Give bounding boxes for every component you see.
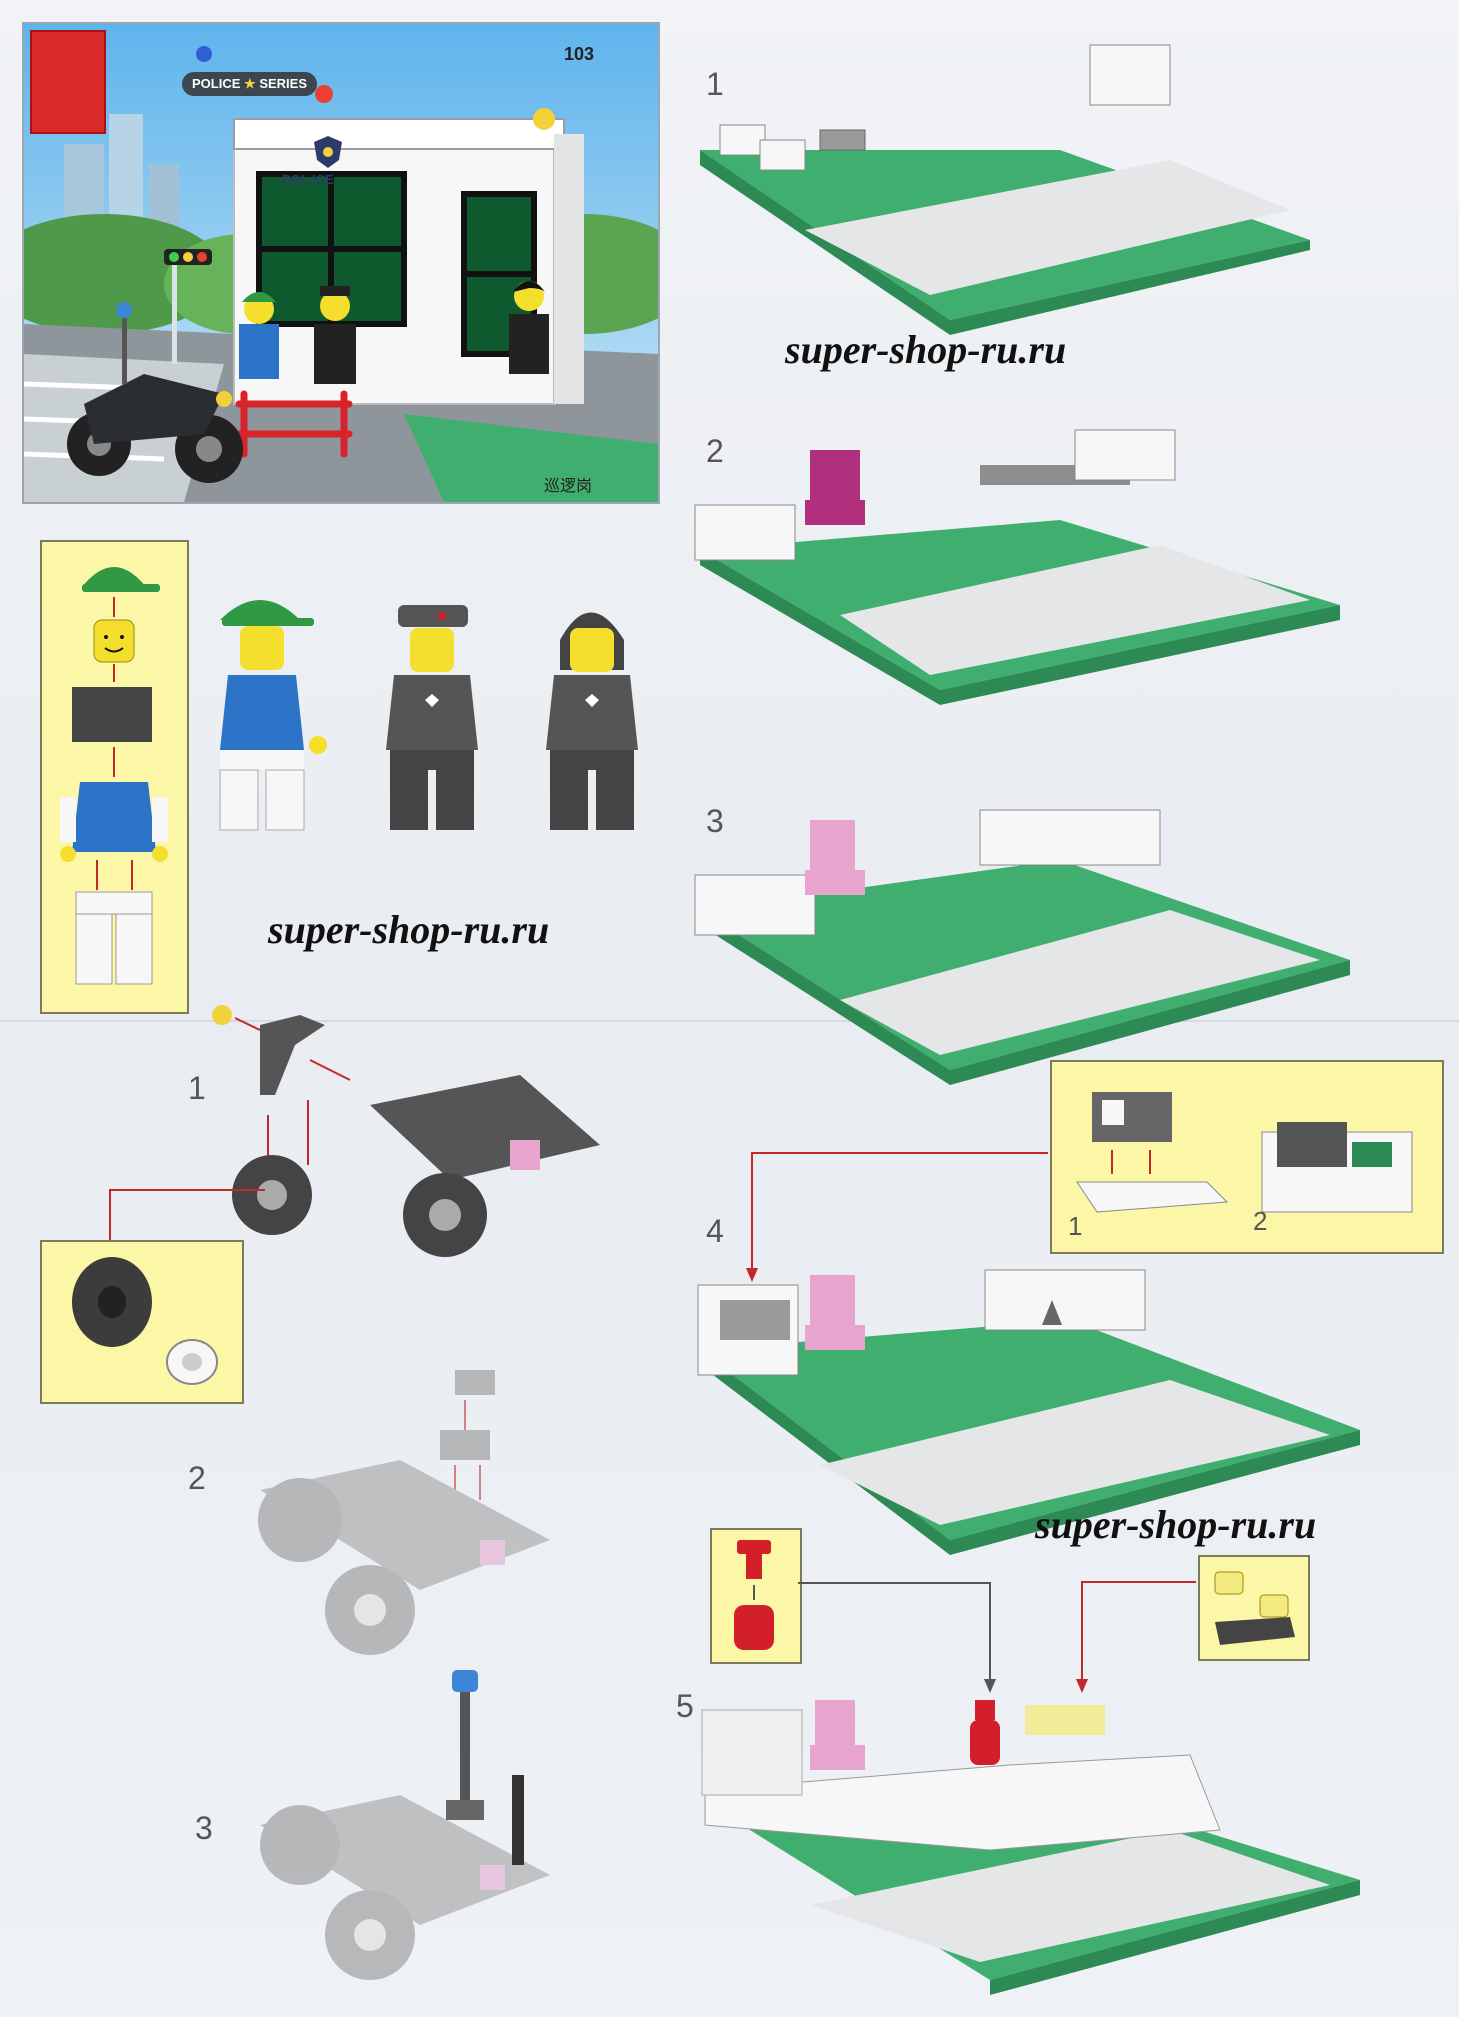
phone-panel-step-2-number: 2 bbox=[1253, 1206, 1268, 1236]
minifig-officer-female bbox=[546, 612, 638, 830]
vehicle-step-1-illustration bbox=[212, 1005, 600, 1257]
station-step-4-number: 4 bbox=[706, 1213, 724, 1249]
table-assembly-panel bbox=[1198, 1555, 1310, 1661]
wheel-parts-illustration bbox=[72, 1257, 218, 1385]
vehicle-step-2-illustration bbox=[258, 1370, 550, 1655]
extinguisher-parts-illustration bbox=[734, 1540, 774, 1650]
station-step-5-number: 5 bbox=[676, 1688, 694, 1724]
watermark-top: super-shop-ru.ru bbox=[785, 327, 1067, 372]
phone-panel-step-1-number: 1 bbox=[1068, 1211, 1083, 1241]
minifig-exploded-view bbox=[60, 567, 168, 985]
vehicle-step-3-number: 3 bbox=[195, 1810, 213, 1846]
cover-caption: 巡逻岗 bbox=[544, 476, 593, 495]
minifig-officer-peaked-cap bbox=[386, 605, 478, 830]
star-icon: ★ bbox=[244, 76, 256, 91]
station-step-1-illustration bbox=[700, 44, 1310, 335]
vehicle-step-1-number: 1 bbox=[188, 1070, 206, 1106]
set-number: 103 bbox=[564, 44, 595, 64]
station-step-5-illustration bbox=[701, 1700, 1360, 1995]
station-step-3-illustration bbox=[694, 809, 1350, 1085]
minifig-lineup bbox=[219, 600, 638, 831]
station-step-2-number: 2 bbox=[706, 433, 724, 469]
watermark-bottom: super-shop-ru.ru bbox=[1035, 1502, 1317, 1547]
table-parts-illustration bbox=[1214, 1571, 1295, 1645]
minifig-assembly-panel bbox=[40, 540, 189, 1014]
series-badge: POLICE ★ SERIES bbox=[182, 72, 317, 96]
watermark-middle: super-shop-ru.ru bbox=[268, 907, 550, 952]
cover-box-art: POLICE ★ SERIES 103 POL ICE 巡逻岗 bbox=[22, 22, 660, 504]
brand-logo bbox=[30, 30, 106, 134]
series-right-label: SERIES bbox=[259, 76, 307, 91]
vehicle-step-3-illustration bbox=[260, 1670, 550, 1980]
station-step-2-illustration bbox=[694, 429, 1340, 705]
station-sign: POL ICE bbox=[282, 172, 334, 187]
phone-assembly-panel bbox=[1050, 1060, 1444, 1254]
series-left-label: POLICE bbox=[192, 76, 241, 91]
station-step-4-illustration bbox=[697, 1269, 1360, 1555]
wheel-assembly-panel bbox=[40, 1240, 244, 1404]
phone-assembly-illustration bbox=[1076, 1092, 1413, 1213]
station-step-1-number: 1 bbox=[706, 66, 724, 102]
minifig-officer-green-cap bbox=[219, 600, 327, 831]
vehicle-step-2-number: 2 bbox=[188, 1460, 206, 1496]
lamp-blue-cap bbox=[452, 1670, 478, 1692]
extinguisher-assembly-panel bbox=[710, 1528, 802, 1664]
cover-scene-illustration bbox=[24, 24, 658, 502]
paper-fold-line bbox=[0, 1020, 1459, 1022]
station-step-3-number: 3 bbox=[706, 803, 724, 839]
